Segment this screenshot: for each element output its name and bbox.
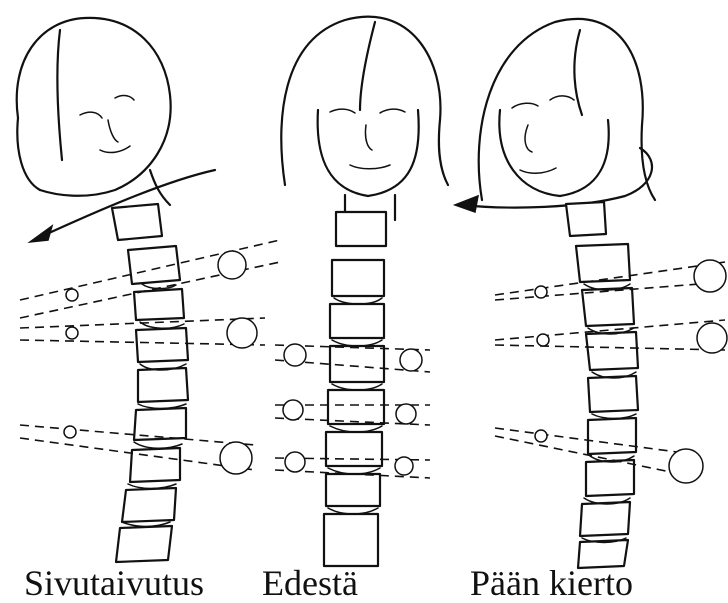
head-tilted [17,18,171,205]
panel-front-view: Edestä [262,17,448,603]
head-front [281,17,448,220]
panel-head-rotation: Pään kierto [455,19,727,603]
caption-front-view: Edestä [262,563,358,603]
head-rotated [479,19,655,200]
panel-lateral-flexion: Sivutaivutus [17,18,280,603]
vertebral-column-rotated [566,202,638,568]
caption-lateral-flexion: Sivutaivutus [24,563,204,603]
vertebral-column-tilted [112,204,188,562]
vertebral-column-straight [324,212,386,566]
caption-head-rotation: Pään kierto [470,563,633,603]
rotation-arrow [455,148,652,212]
